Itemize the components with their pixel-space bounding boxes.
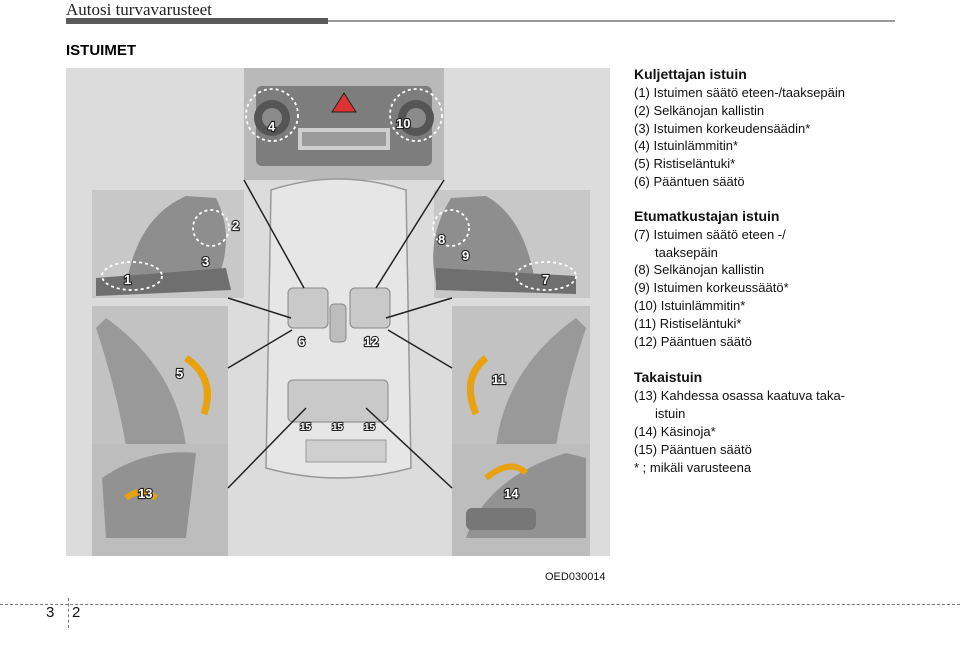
header-rule-dark xyxy=(66,18,328,24)
callout-13: 13 xyxy=(138,486,152,501)
passenger-item: (12) Pääntuen säätö xyxy=(634,333,752,349)
page-number-separator xyxy=(68,598,69,628)
callout-1: 1 xyxy=(124,272,131,287)
driver-item: (4) Istuinlämmitin* xyxy=(634,138,739,154)
rear-item: istuin xyxy=(655,406,686,422)
driver-seat-heading: Kuljettajan istuin xyxy=(634,66,747,82)
driver-item: (1) Istuimen säätö eteen-/taaksepäin xyxy=(634,85,846,100)
page-number: 2 xyxy=(72,604,81,621)
callout-2: 2 xyxy=(232,218,239,233)
callout-7: 7 xyxy=(542,272,549,287)
passenger-item: (10) Istuinlämmitin* xyxy=(634,297,746,313)
passenger-item: (8) Selkänojan kallistin xyxy=(634,262,765,278)
driver-item: (6) Pääntuen säätö xyxy=(634,173,745,189)
rear-item: * ; mikäli varusteena xyxy=(634,459,752,475)
footer-divider xyxy=(0,604,960,605)
callout-14: 14 xyxy=(504,486,519,501)
callout-15: 15 xyxy=(364,422,376,433)
header-rule-light xyxy=(328,20,895,22)
rear-item: (13) Kahdessa osassa kaatuva taka- xyxy=(634,388,846,404)
running-header-title: Autosi turvavarusteet xyxy=(66,0,212,19)
passenger-item: (7) Istuimen säätö eteen -/ xyxy=(634,226,786,242)
callout-15: 15 xyxy=(332,422,344,433)
rear-item: (15) Pääntuen säätö xyxy=(634,441,752,457)
callout-10: 10 xyxy=(396,116,410,131)
passenger-item: (11) Ristiseläntuki* xyxy=(634,315,742,331)
callout-4: 4 xyxy=(268,119,276,134)
callout-8: 8 xyxy=(438,232,445,247)
callout-15: 15 xyxy=(300,422,312,433)
legend-text-column: Kuljettajan istuin (1) Istuimen säätö et… xyxy=(634,64,904,476)
driver-item: (5) Ristiseläntuki* xyxy=(634,156,736,172)
passenger-seat-heading: Etumatkustajan istuin xyxy=(634,207,780,224)
passenger-item: taaksepäin xyxy=(655,244,718,260)
callout-3: 3 xyxy=(202,254,209,269)
figure-code: OED030014 xyxy=(545,571,606,583)
chapter-number: 3 xyxy=(46,604,55,621)
seat-controls-illustration: .lbl { font-family:"Liberation Sans", sa… xyxy=(66,68,610,556)
passenger-item: (9) Istuimen korkeussäätö* xyxy=(634,280,789,296)
driver-item: (2) Selkänojan kallistin xyxy=(634,102,765,118)
driver-item: (3) Istuimen korkeudensäädin* xyxy=(634,120,811,136)
callout-5: 5 xyxy=(176,366,183,381)
callout-6: 6 xyxy=(298,334,305,349)
rear-item: (14) Käsinoja* xyxy=(634,423,716,439)
callout-9: 9 xyxy=(462,248,469,263)
rear-seat-heading: Takaistuin xyxy=(634,369,703,386)
callout-11: 11 xyxy=(492,372,506,387)
callout-12: 12 xyxy=(364,334,378,349)
section-title: ISTUIMET xyxy=(66,42,136,59)
